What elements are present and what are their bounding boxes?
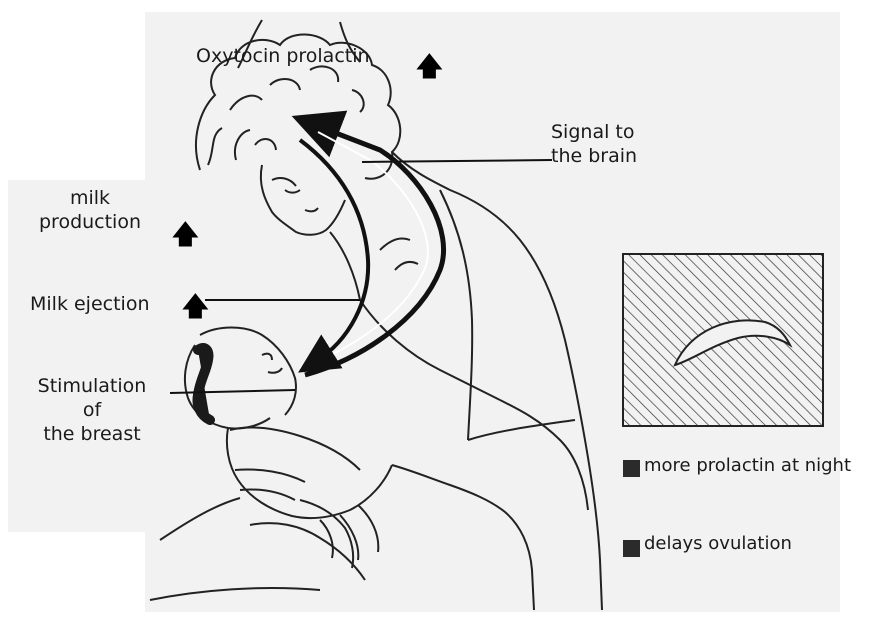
milk-ejection-label: Milk ejection xyxy=(30,292,150,316)
milk-production-line1: milk xyxy=(20,186,200,210)
stimulation-line2: of xyxy=(12,398,172,422)
up-arrow-icon: 🡅 xyxy=(416,54,443,80)
up-arrow-icon: 🡅 xyxy=(182,294,209,320)
stimulation-line3: the breast xyxy=(12,422,172,446)
signal-label: Signal to the brain xyxy=(551,120,671,168)
mother-body xyxy=(330,152,602,610)
legend-square-ovulation xyxy=(623,540,640,557)
hormone-arrow xyxy=(300,140,368,362)
signal-label-text: Signal to the brain xyxy=(551,120,671,168)
legend-square-night xyxy=(623,460,640,477)
stimulation-label: Stimulation of the breast xyxy=(12,374,172,446)
baby xyxy=(185,328,392,519)
up-arrow-icon: 🡅 xyxy=(172,222,199,248)
stimulation-line1: Stimulation xyxy=(12,374,172,398)
legend-night-label: more prolactin at night xyxy=(644,454,851,478)
hormones-label: Oxytocin prolactin xyxy=(196,44,370,68)
mother-face xyxy=(261,165,345,235)
legend-ovulation-label: delays ovulation xyxy=(644,532,792,556)
leader-lines xyxy=(170,160,552,393)
mother-arm xyxy=(150,465,534,610)
